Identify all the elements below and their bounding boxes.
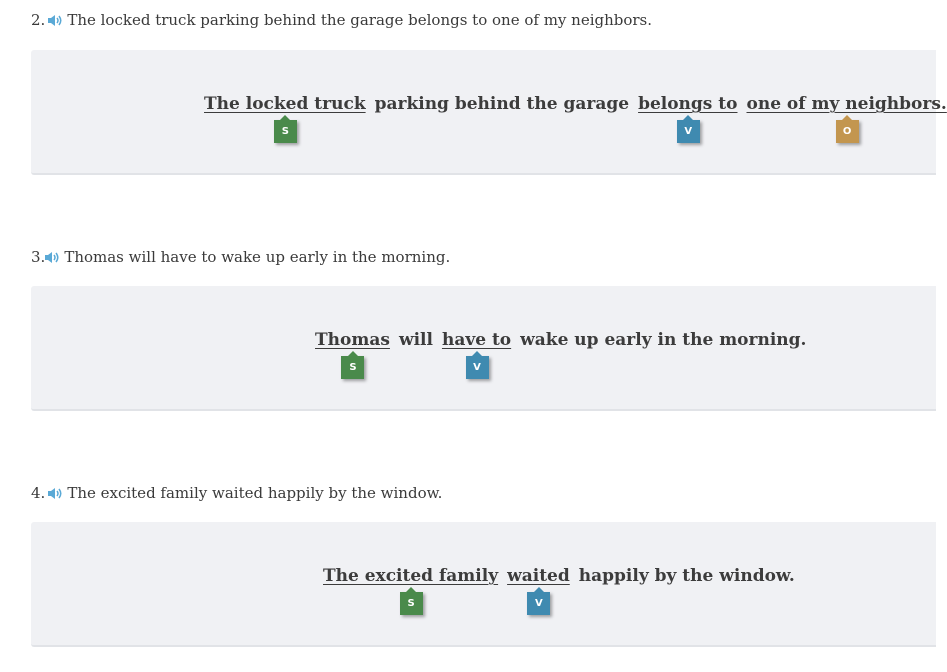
remainder-phrase: happily by the window. <box>578 566 795 586</box>
subject-phrase: Thomas S <box>315 330 390 379</box>
subject-phrase: The excited family S <box>323 566 499 615</box>
sentence-analysis-box: The excited family S waited V happily by… <box>31 522 936 647</box>
question-heading: 4. The excited family waited happily by … <box>31 483 442 503</box>
phrase-text: waited <box>507 566 570 586</box>
analyzed-sentence: The locked truck S parking behind the ga… <box>204 94 947 143</box>
sentence-analysis-box: The locked truck S parking behind the ga… <box>31 50 947 175</box>
modifier-phrase: parking behind the garage <box>374 94 630 114</box>
question-prompt: The locked truck parking behind the gara… <box>67 11 653 29</box>
phrase-text: belongs to <box>638 94 738 114</box>
question-number: 2. <box>31 11 46 29</box>
object-phrase: one of my neighbors. O <box>746 94 947 143</box>
analyzed-sentence: Thomas S will have to V wake up early in… <box>315 330 807 379</box>
analyzed-sentence: The excited family S waited V happily by… <box>323 566 795 615</box>
question-heading: 3. Thomas will have to wake up early in … <box>31 247 450 267</box>
phrase-text: The locked truck <box>204 94 366 114</box>
speaker-icon[interactable] <box>45 251 60 264</box>
sentence-analysis-box: Thomas S will have to V wake up early in… <box>31 286 936 411</box>
verb-phrase: belongs to V <box>638 94 738 143</box>
object-tag[interactable]: O <box>835 115 859 143</box>
auxiliary-word: will <box>398 330 433 350</box>
verb-phrase: have to V <box>441 330 512 379</box>
remainder-phrase: wake up early in the morning. <box>520 330 807 350</box>
question-prompt: The excited family waited happily by the… <box>67 484 443 502</box>
verb-tag[interactable]: V <box>465 351 489 379</box>
question-heading: 2. The locked truck parking behind the g… <box>31 10 652 30</box>
question-prompt: Thomas will have to wake up early in the… <box>64 248 451 266</box>
question-number: 3. <box>31 248 46 266</box>
subject-tag[interactable]: S <box>399 587 423 615</box>
subject-tag[interactable]: S <box>341 351 365 379</box>
verb-tag[interactable]: V <box>676 115 700 143</box>
speaker-icon[interactable] <box>48 14 63 27</box>
phrase-text: have to <box>441 330 512 350</box>
verb-phrase: waited V <box>507 566 570 615</box>
phrase-text: Thomas <box>315 330 390 350</box>
subject-phrase: The locked truck S <box>204 94 366 143</box>
verb-tag[interactable]: V <box>527 587 551 615</box>
subject-tag[interactable]: S <box>273 115 297 143</box>
phrase-text: one of my neighbors. <box>746 94 947 114</box>
speaker-icon[interactable] <box>48 487 63 500</box>
phrase-text: The excited family <box>323 566 499 586</box>
question-number: 4. <box>31 484 46 502</box>
